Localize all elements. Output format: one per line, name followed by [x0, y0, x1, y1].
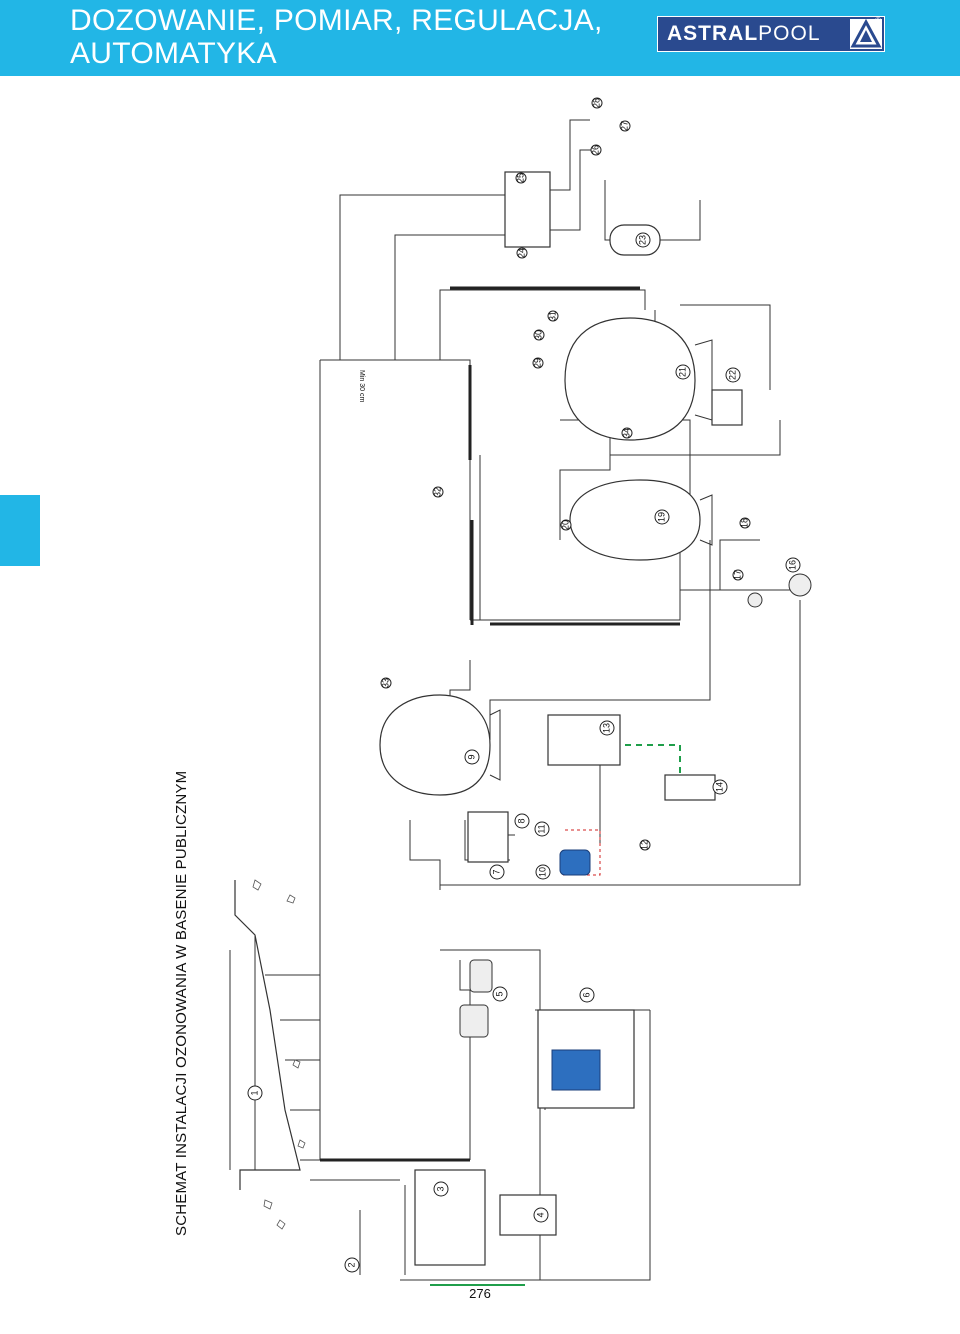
side-tab-marker	[0, 495, 40, 566]
marker-13: 13	[601, 723, 611, 733]
marker-2: 2	[346, 1262, 356, 1267]
marker-16: 16	[787, 560, 797, 570]
marker-26: 26	[590, 145, 600, 155]
header-bar: DOZOWANIE, POMIAR, REGULACJA, AUTOMATYKA…	[0, 0, 960, 76]
marker-10: 10	[537, 867, 547, 877]
page-title: DOZOWANIE, POMIAR, REGULACJA, AUTOMATYKA	[70, 4, 603, 70]
marker-8: 8	[516, 818, 526, 823]
astralpool-logo: ASTRALPOOL ®	[657, 16, 885, 52]
marker-32: 32	[432, 487, 442, 497]
marker-17: 17	[732, 570, 742, 580]
marker-33: 33	[380, 678, 390, 688]
marker-25: 25	[515, 173, 525, 183]
marker-27: 27	[619, 121, 629, 131]
marker-29: 29	[532, 358, 542, 368]
marker-34: 34	[621, 428, 631, 438]
logo-triangle-icon	[850, 18, 882, 49]
marker-24: 24	[516, 248, 526, 258]
marker-22: 22	[727, 370, 737, 380]
marker-28: 28	[591, 98, 601, 108]
marker-31: 31	[547, 311, 557, 321]
marker-21: 21	[677, 367, 687, 377]
marker-1: 1	[249, 1090, 259, 1095]
marker-12: 12	[639, 840, 649, 850]
logo-bold-text: ASTRAL	[667, 22, 759, 45]
marker-18: 18	[739, 518, 749, 528]
marker-30: 30	[533, 330, 543, 340]
marker-11: 11	[536, 824, 546, 833]
marker-5: 5	[494, 991, 504, 996]
marker-19: 19	[656, 512, 666, 522]
marker-4: 4	[535, 1212, 545, 1217]
page-title-line-1: DOZOWANIE, POMIAR, REGULACJA,	[70, 4, 603, 37]
registered-mark: ®	[875, 16, 881, 25]
marker-6: 6	[581, 992, 591, 997]
marker-20: 20	[560, 520, 570, 530]
logo-thin-text: POOL	[758, 22, 821, 45]
marker-14: 14	[714, 782, 724, 792]
marker-9: 9	[466, 754, 476, 759]
marker-7: 7	[491, 869, 501, 874]
page-title-line-2: AUTOMATYKA	[70, 37, 277, 70]
marker-23: 23	[637, 235, 647, 245]
logo-wordmark: ASTRALPOOL	[667, 22, 821, 46]
min-30cm-label: Min 30 cm	[358, 370, 365, 402]
marker-3: 3	[435, 1186, 445, 1191]
page-number: 276	[469, 1286, 491, 1301]
